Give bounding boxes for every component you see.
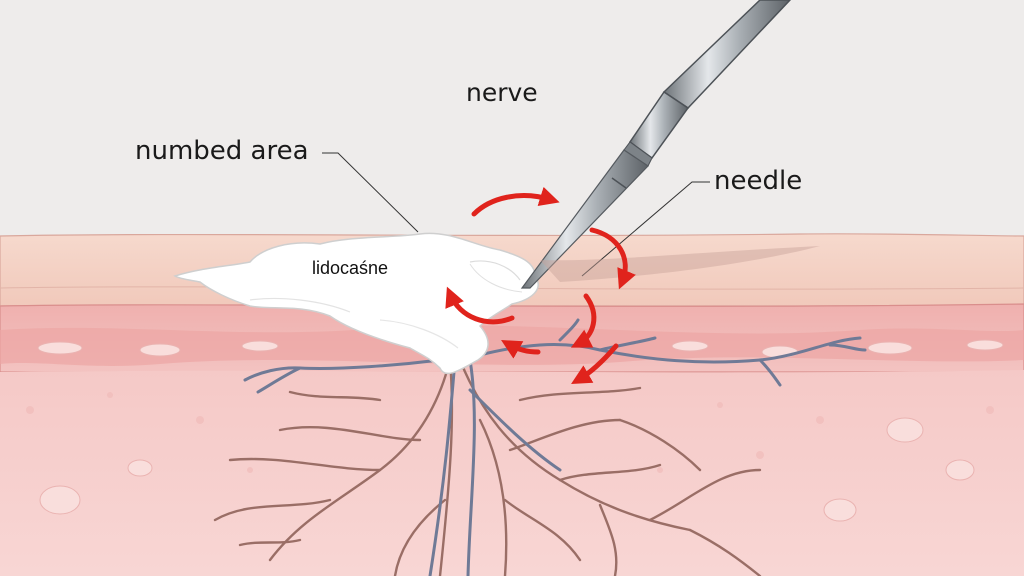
- arrow-lower-right: [570, 293, 597, 348]
- arrow-right: [589, 227, 636, 290]
- lidocaine-blob: [173, 232, 539, 375]
- spread-arrow-icon: [445, 186, 636, 384]
- arrow-left: [445, 286, 515, 325]
- nerve-roots: [213, 358, 762, 576]
- arrow-top: [471, 186, 560, 217]
- arrow-down: [571, 343, 619, 384]
- tissue-cells: [37, 339, 1004, 522]
- nerve-fibers: [243, 318, 867, 576]
- needle-label: needle: [714, 166, 803, 196]
- deep-tissue: [0, 370, 1024, 576]
- tissue-dots: [26, 392, 994, 473]
- nerve-label: nerve: [466, 78, 538, 107]
- needle-shadow: [540, 246, 820, 282]
- arrow-bottom: [501, 340, 541, 359]
- numbed-area-leader: [322, 152, 419, 233]
- numbed-area-label: numbed area: [135, 136, 309, 166]
- lidocaine-label: lidocaśne: [312, 258, 389, 278]
- needle-icon: [520, 0, 820, 289]
